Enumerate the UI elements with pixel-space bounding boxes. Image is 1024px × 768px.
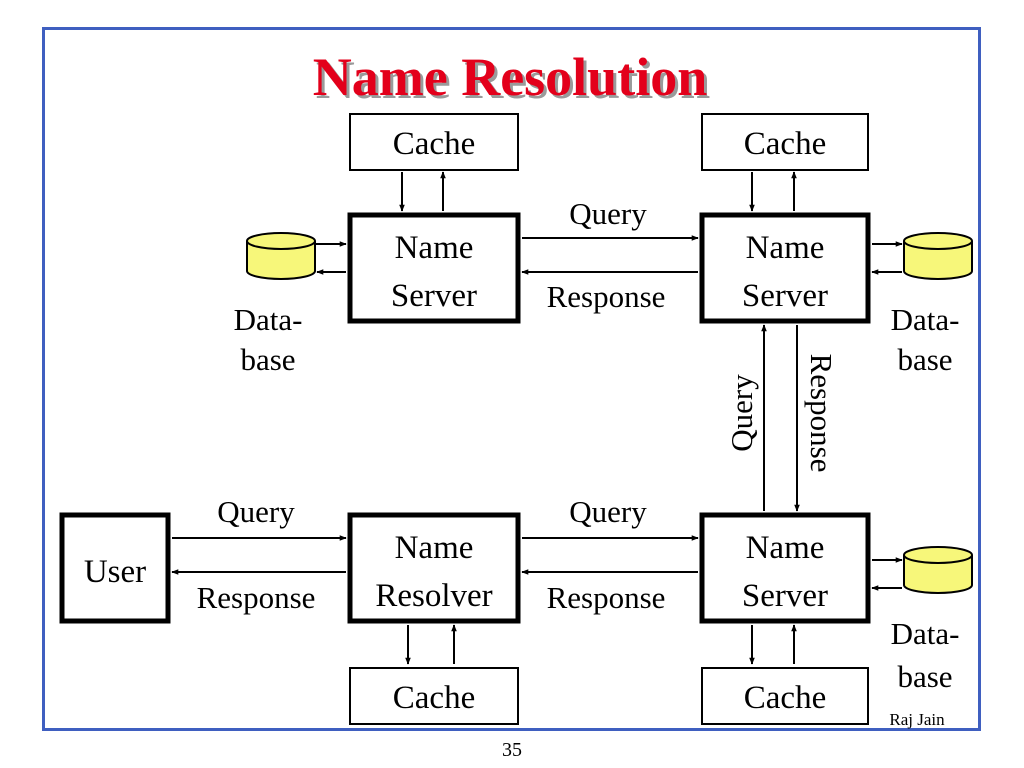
- user-query-label: Query: [217, 494, 295, 529]
- database-top-right-label-line2: base: [897, 342, 952, 377]
- name-server-bottom-right-line1: Name: [746, 530, 825, 566]
- cache-bottom-right: Cache: [701, 667, 869, 725]
- cache-top-left-label: Cache: [393, 126, 475, 162]
- page-number: 35: [502, 739, 522, 761]
- database-left-icon: [246, 232, 316, 280]
- author-label: Raj Jain: [889, 710, 945, 729]
- page-title-shadow: Name Resolution: [316, 50, 710, 110]
- resolver-query-label: Query: [569, 494, 647, 529]
- name-server-top-right-line2: Server: [742, 278, 828, 314]
- vertical-response-label: Response: [804, 354, 839, 473]
- database-bottom-right-label-line1: Data-: [891, 616, 960, 651]
- name-server-top-left: Name Server: [347, 212, 521, 324]
- name-server-top-right-line1: Name: [746, 230, 825, 266]
- user-response-label: Response: [197, 580, 316, 615]
- top-query-label: Query: [569, 196, 647, 231]
- user-node: User: [59, 512, 171, 624]
- cache-top-right-label: Cache: [744, 126, 826, 162]
- name-server-bottom-right: Name Server: [699, 512, 871, 624]
- page-title: Name Resolution: [313, 47, 707, 107]
- user-label: User: [84, 554, 146, 590]
- top-response-label: Response: [547, 279, 666, 314]
- database-bottom-right-label-line2: base: [897, 659, 952, 694]
- database-left-label-line1: Data-: [234, 302, 303, 337]
- resolver-response-label: Response: [547, 580, 666, 615]
- database-left-label-line2: base: [240, 342, 295, 377]
- name-server-top-left-line2: Server: [391, 278, 477, 314]
- database-top-right-icon: [903, 232, 973, 280]
- cache-bottom-left: Cache: [349, 667, 519, 725]
- name-server-bottom-right-line2: Server: [742, 578, 828, 614]
- name-resolver: Name Resolver: [347, 512, 521, 624]
- cache-bottom-right-label: Cache: [744, 680, 826, 716]
- cache-bottom-left-label: Cache: [393, 680, 475, 716]
- cache-top-right: Cache: [701, 113, 869, 171]
- database-bottom-right-icon: [903, 546, 973, 594]
- name-resolver-line1: Name: [395, 530, 474, 566]
- database-top-right-label-line1: Data-: [891, 302, 960, 337]
- vertical-query-label: Query: [724, 374, 759, 452]
- name-server-top-left-line1: Name: [395, 230, 474, 266]
- cache-top-left: Cache: [349, 113, 519, 171]
- name-resolver-line2: Resolver: [375, 578, 492, 614]
- name-server-top-right: Name Server: [699, 212, 871, 324]
